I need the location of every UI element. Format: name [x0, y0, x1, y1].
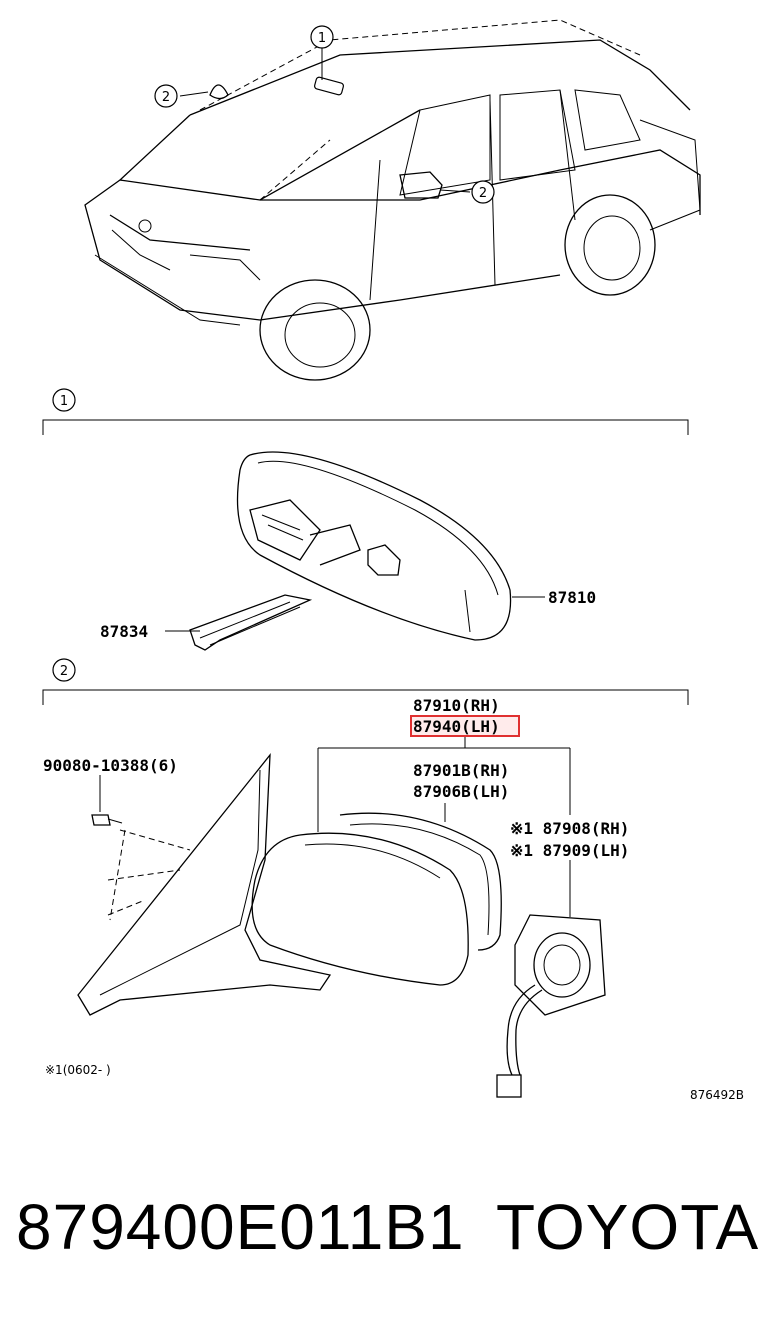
diagram-code: 876492B	[690, 1088, 744, 1102]
bracket-drawing	[189, 594, 313, 651]
svg-text:876492B: 876492B	[690, 1088, 744, 1102]
mirror-motor-drawing	[496, 914, 606, 1098]
svg-text:87906B(LH): 87906B(LH)	[413, 782, 509, 801]
door-panel-drawing	[77, 753, 332, 1016]
svg-text:1: 1	[318, 31, 326, 46]
callout-2-top: 2	[154, 84, 178, 108]
part-number: 879400E011B1	[16, 1191, 465, 1263]
svg-text:87901B(RH): 87901B(RH)	[413, 761, 509, 780]
bolt-drawing	[91, 775, 123, 826]
label-87940-lh: 87940(LH)	[410, 715, 520, 737]
svg-text:※1(0602- ): ※1(0602- )	[45, 1063, 111, 1077]
label-87910-rh: 87910(RH)	[413, 696, 500, 715]
svg-text:2: 2	[60, 664, 68, 679]
section-2-header: 2	[42, 658, 689, 705]
footer: 879400E011B1 TOYOTA	[0, 1190, 760, 1290]
label-87901b-rh: 87901B(RH)	[413, 761, 509, 780]
callout-1-top: 1	[310, 25, 334, 49]
svg-text:1: 1	[60, 394, 68, 409]
label-87834: 87834	[100, 622, 200, 641]
svg-text:87940(LH): 87940(LH)	[413, 717, 500, 736]
outer-mirror-drawing	[251, 812, 502, 986]
svg-text:※1 87909(LH): ※1 87909(LH)	[510, 841, 629, 860]
section-1-header: 1	[42, 388, 689, 435]
vehicle-illustration	[84, 19, 701, 381]
svg-text:87910(RH): 87910(RH)	[413, 696, 500, 715]
label-87810: 87810	[512, 588, 596, 607]
callout-2-mirror: 2	[471, 180, 495, 204]
svg-text:90080-10388(6): 90080-10388(6)	[43, 756, 178, 775]
label-87908-rh: ※1 87908(RH)	[510, 819, 629, 838]
label-87909-lh: ※1 87909(LH)	[510, 841, 629, 860]
svg-text:87810: 87810	[548, 588, 596, 607]
svg-text:2: 2	[162, 90, 170, 105]
label-87906b-lh: 87906B(LH)	[413, 782, 509, 801]
footnote: ※1(0602- )	[45, 1063, 111, 1077]
brand-name: TOYOTA	[496, 1191, 760, 1263]
svg-text:※1 87908(RH): ※1 87908(RH)	[510, 819, 629, 838]
section-2-leaders	[317, 737, 571, 917]
highlight-box	[410, 715, 520, 737]
svg-text:2: 2	[479, 186, 487, 201]
inner-mirror-drawing	[236, 451, 512, 641]
svg-text:87834: 87834	[100, 622, 148, 641]
label-90080-10388: 90080-10388(6)	[43, 756, 178, 775]
